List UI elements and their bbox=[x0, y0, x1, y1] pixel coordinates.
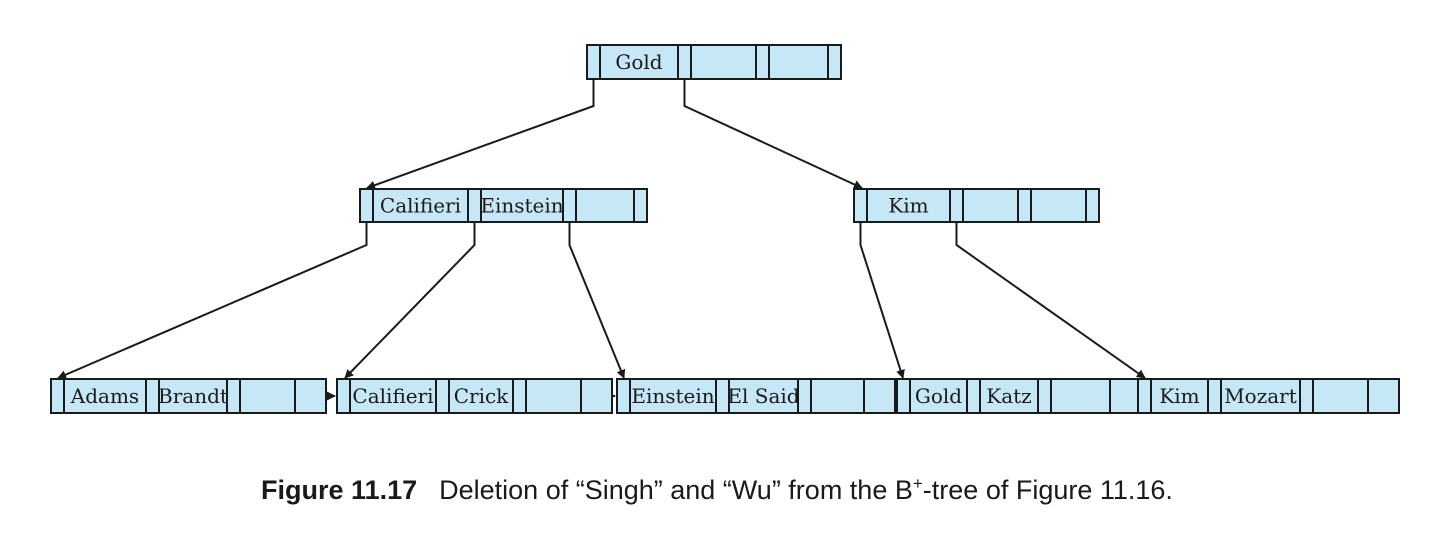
internal-node-left-box bbox=[359, 188, 648, 223]
edge-to-leaf-3 bbox=[568, 222, 626, 379]
edge-to-leaf-2 bbox=[344, 222, 476, 379]
figure-caption: Figure 11.17 Deletion of “Singh” and “Wu”… bbox=[0, 474, 1434, 506]
node-key: El Said bbox=[727, 384, 799, 408]
edge-root-to-left bbox=[366, 79, 595, 190]
root-node-box bbox=[586, 44, 842, 80]
internal-node-right-box bbox=[853, 188, 1100, 223]
leaf-node-2-box bbox=[336, 378, 613, 414]
node-key: Adams bbox=[70, 384, 139, 408]
edge-to-leaf-5 bbox=[955, 222, 1146, 379]
edge-root-to-right bbox=[683, 79, 863, 189]
leaf-node-1-box bbox=[50, 378, 327, 414]
leaf-node-5-box bbox=[1137, 378, 1400, 414]
caption-text-before: Deletion of “Singh” and “Wu” from the B bbox=[439, 475, 913, 505]
node-key: Gold bbox=[915, 384, 962, 408]
node-key: Califieri bbox=[380, 194, 461, 218]
node-key: Kim bbox=[888, 194, 928, 218]
node-key: Gold bbox=[615, 50, 662, 74]
edge-to-leaf-4 bbox=[859, 222, 905, 379]
root-node: Gold bbox=[586, 44, 842, 80]
node-key: Einstein bbox=[631, 384, 714, 408]
internal-node-right: Kim bbox=[853, 188, 1100, 223]
node-key: Brandt bbox=[158, 384, 228, 408]
figure-label: Figure 11.17 bbox=[261, 475, 418, 505]
edge-to-leaf-1 bbox=[57, 222, 368, 379]
leaf-node-5: Kim Mozart bbox=[1137, 378, 1400, 414]
caption-text-after: -tree of Figure 11.16. bbox=[922, 475, 1173, 505]
node-key: Katz bbox=[986, 384, 1031, 408]
node-key: Kim bbox=[1159, 384, 1199, 408]
leaf-node-1: Adams Brandt bbox=[50, 378, 327, 414]
leaf-node-3: Einstein El Said bbox=[616, 378, 896, 414]
internal-node-left: Califieri Einstein bbox=[359, 188, 648, 223]
leaf-node-4-box bbox=[896, 378, 1142, 414]
leaf-node-4: Gold Katz bbox=[896, 378, 1142, 414]
caption-superscript: + bbox=[912, 474, 923, 493]
node-key: Mozart bbox=[1224, 384, 1297, 408]
leaf-node-2: Califieri Crick bbox=[336, 378, 613, 414]
node-key: Crick bbox=[454, 384, 509, 408]
node-key: Einstein bbox=[480, 194, 563, 218]
leaf-node-3-box bbox=[616, 378, 896, 414]
node-key: Califieri bbox=[352, 384, 433, 408]
